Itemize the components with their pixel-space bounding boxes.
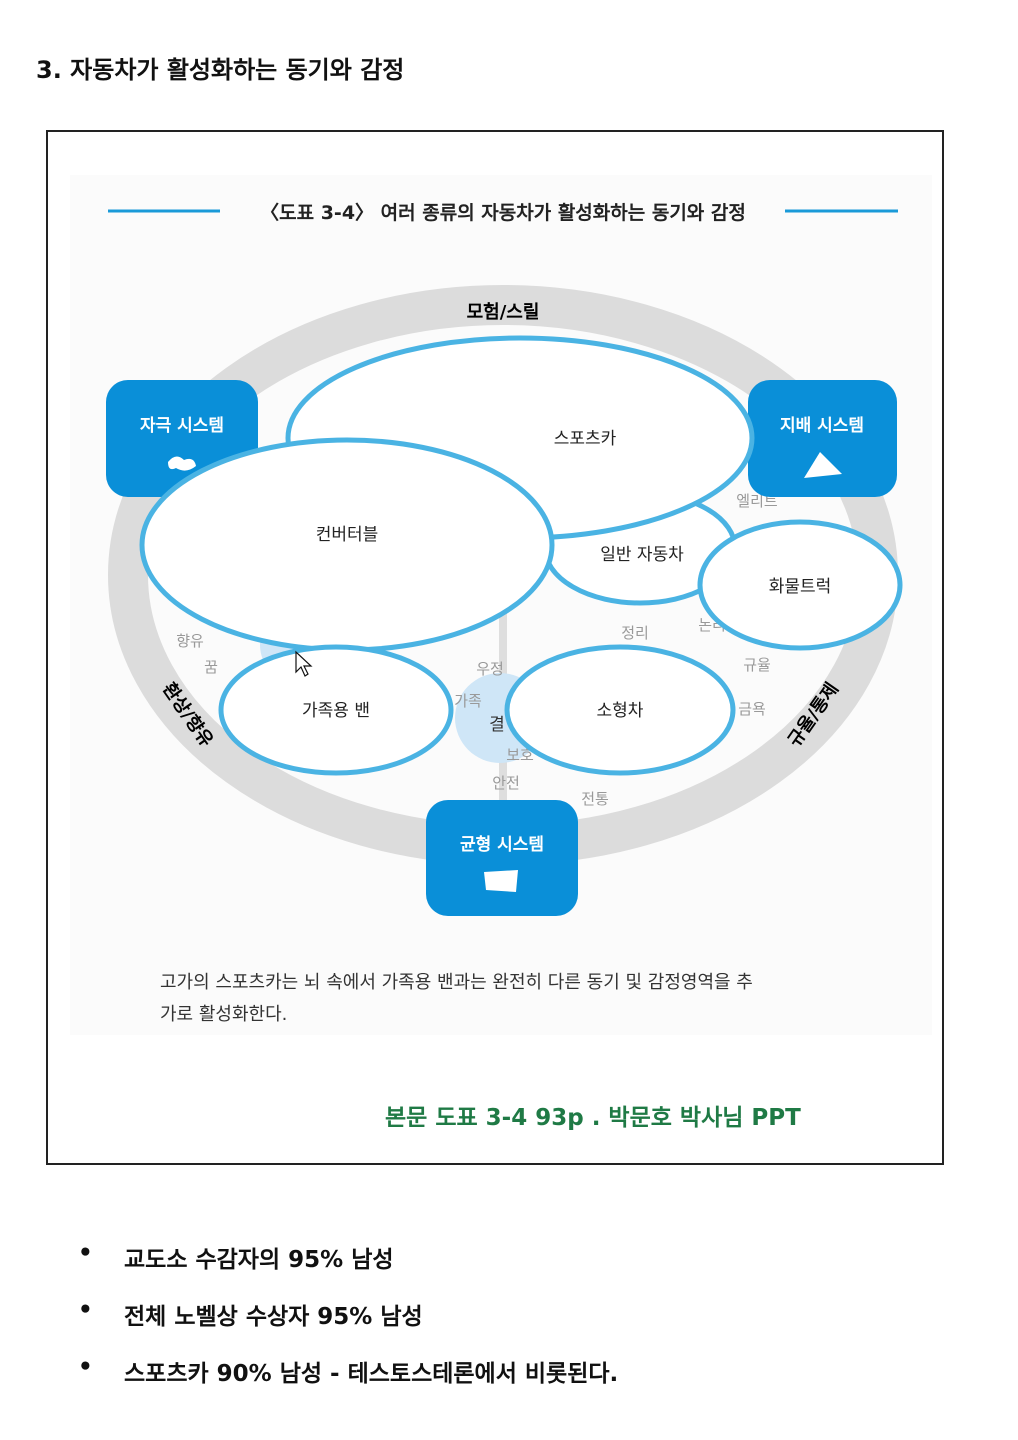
arrowhead-icon xyxy=(804,452,842,478)
motivation-diagram: 〈도표 3-4〉 여러 종류의 자동차가 활성화하는 동기와 감정 모험/스릴 … xyxy=(106,201,903,1025)
figure-frame xyxy=(46,130,944,1165)
bullet-text: 전체 노벨상 수상자 95% 남성 xyxy=(124,1304,423,1330)
system-label: 지배 시스템 xyxy=(780,416,864,436)
bullet-text: 교도소 수감자의 95% 남성 xyxy=(124,1247,394,1273)
bullet-text: 스포츠카 90% 남성 - 테스토스테론에서 비롯된다. xyxy=(124,1361,619,1387)
section-heading: 3. 자동차가 활성화하는 동기와 감정 xyxy=(36,56,405,84)
car-label-regular: 일반 자동차 xyxy=(600,545,684,565)
figure-title: 〈도표 3-4〉 여러 종류의 자동차가 활성화하는 동기와 감정 xyxy=(260,201,746,224)
emotion-word: 꿈 xyxy=(204,658,218,676)
family-van-ellipse xyxy=(218,644,454,776)
list-item: • 스포츠카 90% 남성 - 테스토스테론에서 비롯된다. xyxy=(78,1354,618,1411)
emotion-word: 결 xyxy=(489,715,505,735)
compact-car-ellipse xyxy=(504,644,736,776)
system-label: 균형 시스템 xyxy=(460,834,544,855)
ring-label-top: 모험/스릴 xyxy=(467,301,540,323)
system-label: 자극 시스템 xyxy=(140,416,224,436)
list-item: • 교도소 수감자의 95% 남성 xyxy=(78,1240,618,1297)
flag-icon xyxy=(484,870,518,892)
truck-ellipse xyxy=(697,519,903,651)
bullet-icon: • xyxy=(78,1297,93,1323)
system-box-dominance: 지배 시스템 xyxy=(748,380,897,497)
system-box-balance: 균형 시스템 xyxy=(426,800,578,916)
car-label-van: 가족용 밴 xyxy=(302,701,370,721)
mouse-cursor-icon xyxy=(295,650,313,677)
emotion-word: 전통 xyxy=(581,790,609,808)
cloud-icon xyxy=(168,456,196,471)
convertible-ellipse xyxy=(139,437,555,653)
car-label-convertible: 컨버터블 xyxy=(316,525,379,545)
bullet-icon: • xyxy=(78,1354,93,1380)
figure-source: 본문 도표 3-4 93p . 박문호 박사님 PPT xyxy=(385,1105,801,1131)
emotion-word: 정리 xyxy=(621,624,649,642)
car-label-truck: 화물트럭 xyxy=(769,577,832,597)
figure-caption-line1: 고가의 스포츠카는 뇌 속에서 가족용 밴과는 완전히 다른 동기 및 감정영역… xyxy=(160,972,753,993)
emotion-word: 보호 xyxy=(506,746,534,764)
figure-caption-line2: 가로 활성화한다. xyxy=(160,1004,287,1025)
emotion-word: 안전 xyxy=(492,774,520,792)
list-item: • 전체 노벨상 수상자 95% 남성 xyxy=(78,1297,618,1354)
car-label-compact: 소형차 xyxy=(597,701,644,721)
car-label-sports: 스포츠카 xyxy=(554,429,617,449)
bullet-list: • 교도소 수감자의 95% 남성 • 전체 노벨상 수상자 95% 남성 • 스포츠… xyxy=(78,1240,618,1411)
emotion-word: 규율 xyxy=(743,656,771,674)
emotion-word: 금욕 xyxy=(738,700,766,718)
bullet-icon: • xyxy=(78,1240,93,1266)
emotion-word: 가족 xyxy=(454,692,482,710)
emotion-word: 우정 xyxy=(476,660,504,678)
emotion-word: 향유 xyxy=(176,632,204,650)
